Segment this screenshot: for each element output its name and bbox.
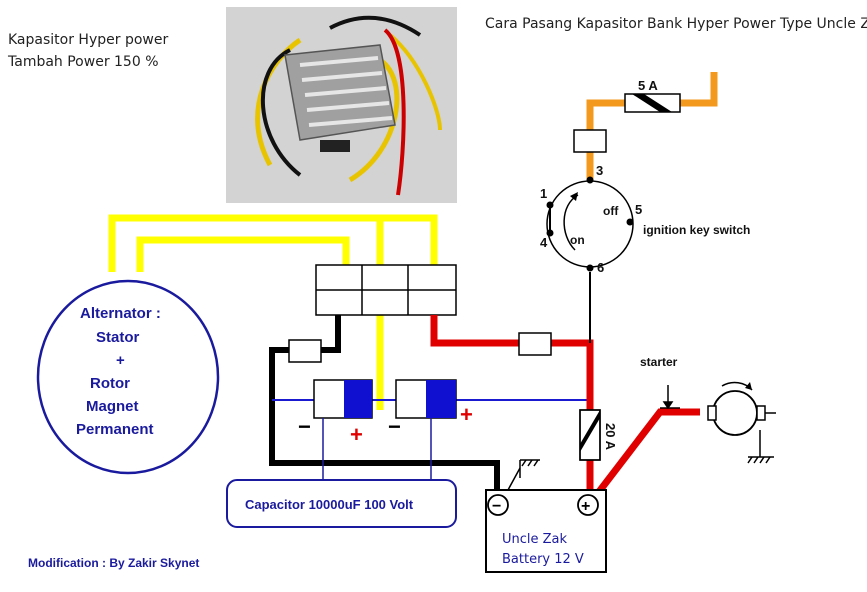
terminal-5: 5 [635, 202, 642, 217]
charge-fuse-holder [518, 332, 552, 356]
terminal-4: 4 [540, 235, 548, 250]
cap-plus-2: + [460, 402, 473, 427]
credit-text: Modification : By Zakir Skynet [28, 556, 199, 570]
alternator-line2: Stator [96, 329, 140, 346]
orange-wires [586, 72, 718, 180]
terminal-1: 1 [540, 186, 547, 201]
fuse-20a [579, 409, 601, 461]
capacitor-1 [313, 379, 373, 419]
ignition-label: ignition key switch [643, 223, 750, 237]
battery-line2: Battery 12 V [502, 552, 584, 567]
terminal-3: 3 [596, 163, 603, 178]
fuse-5a-label: 5 A [638, 78, 658, 93]
alternator-line4: Rotor [90, 375, 130, 392]
connector-block [315, 264, 457, 316]
fuse-20a-label: 20 A [603, 423, 618, 451]
capacitor-label-box [226, 479, 457, 528]
capacitor-2 [395, 379, 457, 419]
starter-motor [707, 381, 776, 464]
alternator-line1: Alternator : [80, 305, 161, 322]
cap-plus-1: + [350, 422, 363, 447]
battery-positive-terminal [577, 494, 599, 516]
alternator-line5: Magnet [86, 398, 139, 415]
capacitor-heading-line2: Tambah Power 150 % [7, 54, 159, 70]
switch-on-label: on [570, 233, 585, 247]
battery-ground-symbol [507, 459, 540, 491]
capacitor-label: Capacitor 10000uF 100 Volt [245, 497, 414, 512]
battery-negative-terminal [487, 494, 509, 516]
ground-fuse-holder [288, 339, 322, 363]
capacitor-heading-line1: Kapasitor Hyper power [8, 32, 168, 48]
cap-minus-2: − [388, 414, 401, 439]
alternator-circle [36, 279, 220, 475]
ignition-fuse-holder [573, 129, 607, 153]
cap-minus-1: − [298, 414, 311, 439]
fuse-5a [624, 93, 681, 113]
battery-plus: + [581, 498, 590, 515]
red-wires [430, 315, 700, 496]
battery-line1: Uncle Zak [502, 532, 568, 547]
battery-minus: − [492, 498, 501, 515]
black-wires [269, 315, 500, 490]
alternator-line3: + [116, 352, 125, 369]
starter-label: starter [640, 355, 678, 369]
switch-off-label: off [603, 204, 619, 218]
terminal-6: 6 [597, 260, 604, 275]
starter-switch [660, 385, 680, 410]
regulator-photo [226, 7, 457, 203]
alternator-line6: Permanent [76, 421, 154, 438]
main-title: Cara Pasang Kapasitor Bank Hyper Power T… [485, 16, 867, 32]
ignition-switch-circle [546, 180, 634, 268]
